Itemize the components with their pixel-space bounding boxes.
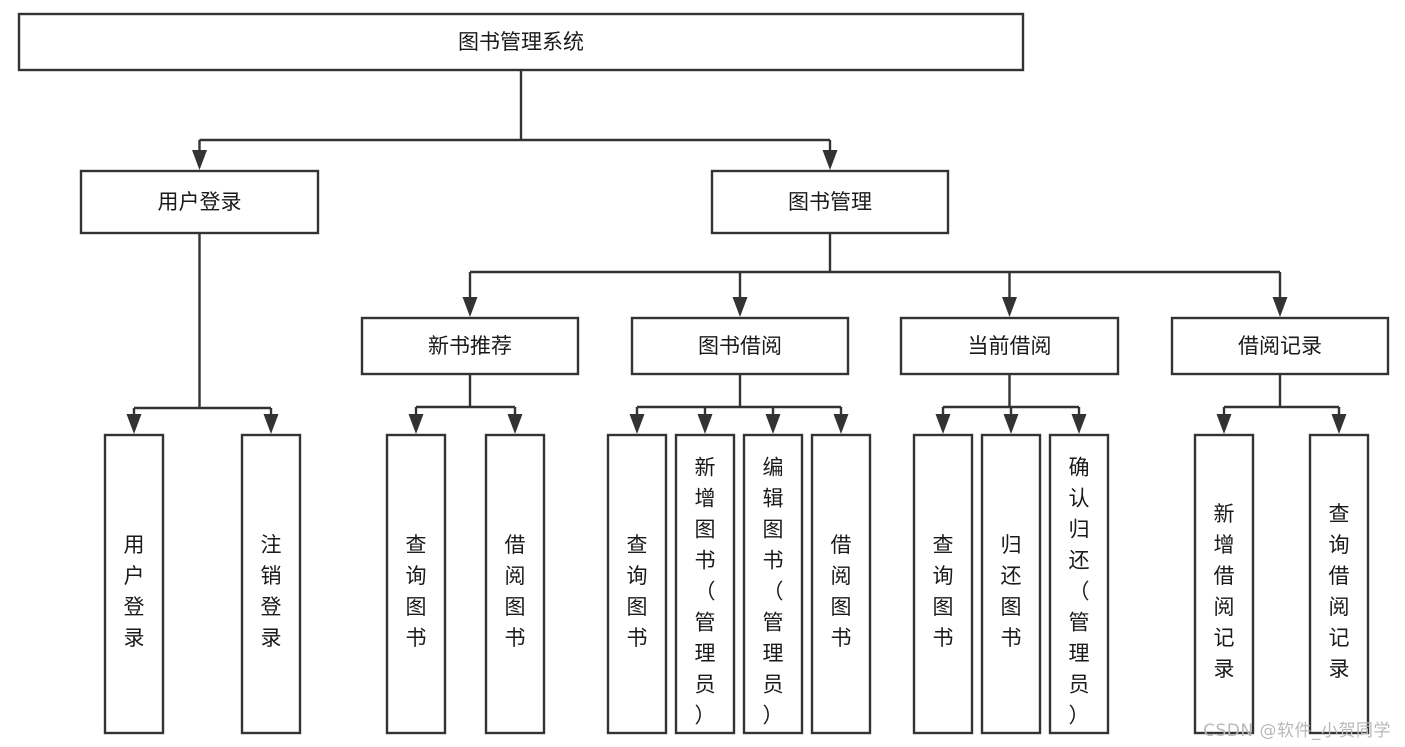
- node-box-leaf-logout[interactable]: [240, 433, 302, 735]
- arrow-head: [192, 150, 207, 170]
- node-leaf-add-record[interactable]: 新增借阅记录: [1193, 433, 1255, 735]
- node-box-leaf-return-book[interactable]: [980, 433, 1042, 735]
- node-leaf-query-book-borrow[interactable]: 查询图书: [606, 433, 668, 735]
- node-leaf-edit-book[interactable]: 编辑图书（管理员）: [742, 433, 804, 735]
- node-leaf-query-book-recommend[interactable]: 查询图书: [385, 433, 447, 735]
- connector-layer: [126, 70, 1347, 434]
- node-leaf-query-book-current[interactable]: 查询图书: [912, 433, 974, 735]
- node-new-book-recommend[interactable]: 新书推荐: [360, 316, 580, 376]
- edge-group-user-login: [126, 233, 279, 434]
- node-box-book-borrow[interactable]: [630, 316, 850, 376]
- arrow-head: [1272, 297, 1288, 317]
- node-box-borrow-record[interactable]: [1170, 316, 1390, 376]
- node-box-leaf-query-book-current[interactable]: [912, 433, 974, 735]
- node-user-login[interactable]: 用户登录: [79, 169, 320, 235]
- node-label-leaf-logout: 注销登录: [261, 533, 282, 650]
- arrow-head: [507, 414, 523, 434]
- arrow-head: [629, 414, 645, 434]
- node-label-leaf-user-login: 用户登录: [124, 533, 145, 650]
- arrow-head: [408, 414, 424, 434]
- edge-group-current-borrow: [935, 374, 1087, 434]
- node-leaf-add-book[interactable]: 新增图书（管理员）: [674, 433, 736, 735]
- node-leaf-borrow-book-recommend[interactable]: 借阅图书: [484, 433, 546, 735]
- node-box-leaf-borrow-book-recommend[interactable]: [484, 433, 546, 735]
- node-box-book-manage[interactable]: [710, 169, 950, 235]
- node-leaf-logout[interactable]: 注销登录: [240, 433, 302, 735]
- edge-group-borrow-record: [1216, 374, 1347, 434]
- node-box-leaf-query-book-borrow[interactable]: [606, 433, 668, 735]
- node-label-user-login: 用户登录: [158, 190, 242, 214]
- node-box-leaf-confirm-return[interactable]: [1048, 433, 1110, 735]
- node-label-leaf-borrow-book-recommend: 借阅图书: [505, 533, 526, 650]
- edge-group-book-manage: [462, 233, 1288, 317]
- arrow-head: [822, 150, 838, 170]
- node-root[interactable]: 图书管理系统: [17, 12, 1025, 72]
- node-box-root[interactable]: [17, 12, 1025, 72]
- arrow-head: [935, 414, 951, 434]
- node-book-borrow[interactable]: 图书借阅: [630, 316, 850, 376]
- arrow-head: [697, 414, 713, 434]
- node-label-leaf-query-record: 查询借阅记录: [1329, 502, 1350, 681]
- node-label-book-manage: 图书管理: [788, 190, 872, 214]
- node-label-book-borrow: 图书借阅: [698, 334, 782, 358]
- node-book-manage[interactable]: 图书管理: [710, 169, 950, 235]
- node-box-leaf-edit-book[interactable]: [742, 433, 804, 735]
- arrow-head: [1071, 414, 1087, 434]
- node-layer: 图书管理系统用户登录图书管理新书推荐图书借阅当前借阅借阅记录用户登录注销登录查询…: [17, 12, 1390, 735]
- node-leaf-query-record[interactable]: 查询借阅记录: [1308, 433, 1370, 735]
- node-box-leaf-user-login[interactable]: [103, 433, 165, 735]
- node-label-leaf-query-book-recommend: 查询图书: [406, 533, 427, 650]
- node-label-leaf-query-book-borrow: 查询图书: [627, 533, 648, 650]
- node-box-leaf-add-book[interactable]: [674, 433, 736, 735]
- arrow-head: [1003, 414, 1019, 434]
- node-borrow-record[interactable]: 借阅记录: [1170, 316, 1390, 376]
- arrow-head: [1216, 414, 1232, 434]
- arrow-head: [1331, 414, 1347, 434]
- node-leaf-borrow-book[interactable]: 借阅图书: [810, 433, 872, 735]
- node-box-leaf-borrow-book[interactable]: [810, 433, 872, 735]
- node-leaf-user-login[interactable]: 用户登录: [103, 433, 165, 735]
- node-current-borrow[interactable]: 当前借阅: [899, 316, 1120, 376]
- node-box-leaf-query-book-recommend[interactable]: [385, 433, 447, 735]
- node-label-new-book-recommend: 新书推荐: [428, 334, 512, 358]
- node-label-current-borrow: 当前借阅: [968, 334, 1052, 358]
- node-label-leaf-return-book: 归还图书: [1001, 533, 1022, 650]
- node-label-leaf-confirm-return: 确认归还（管理员）: [1069, 456, 1090, 728]
- node-leaf-confirm-return[interactable]: 确认归还（管理员）: [1048, 433, 1110, 735]
- edge-group-new-book-recommend: [408, 374, 523, 434]
- arrow-head: [462, 297, 478, 317]
- node-box-leaf-query-record[interactable]: [1308, 433, 1370, 735]
- node-label-root: 图书管理系统: [458, 30, 584, 54]
- node-label-leaf-query-book-current: 查询图书: [933, 533, 954, 650]
- node-label-leaf-borrow-book: 借阅图书: [831, 533, 852, 650]
- edge-group-root: [192, 70, 838, 170]
- arrow-head: [263, 414, 279, 434]
- node-box-leaf-add-record[interactable]: [1193, 433, 1255, 735]
- arrow-head: [765, 414, 781, 434]
- node-leaf-return-book[interactable]: 归还图书: [980, 433, 1042, 735]
- node-label-borrow-record: 借阅记录: [1238, 334, 1322, 358]
- arrow-head: [833, 414, 849, 434]
- edge-group-book-borrow: [629, 374, 849, 434]
- arrow-head: [126, 414, 142, 434]
- node-box-user-login[interactable]: [79, 169, 320, 235]
- node-label-leaf-edit-book: 编辑图书（管理员）: [763, 456, 784, 728]
- arrow-head: [1002, 297, 1017, 317]
- arrow-head: [732, 297, 748, 317]
- node-label-leaf-add-book: 新增图书（管理员）: [695, 456, 716, 728]
- node-box-new-book-recommend[interactable]: [360, 316, 580, 376]
- node-box-current-borrow[interactable]: [899, 316, 1120, 376]
- node-label-leaf-add-record: 新增借阅记录: [1214, 502, 1235, 681]
